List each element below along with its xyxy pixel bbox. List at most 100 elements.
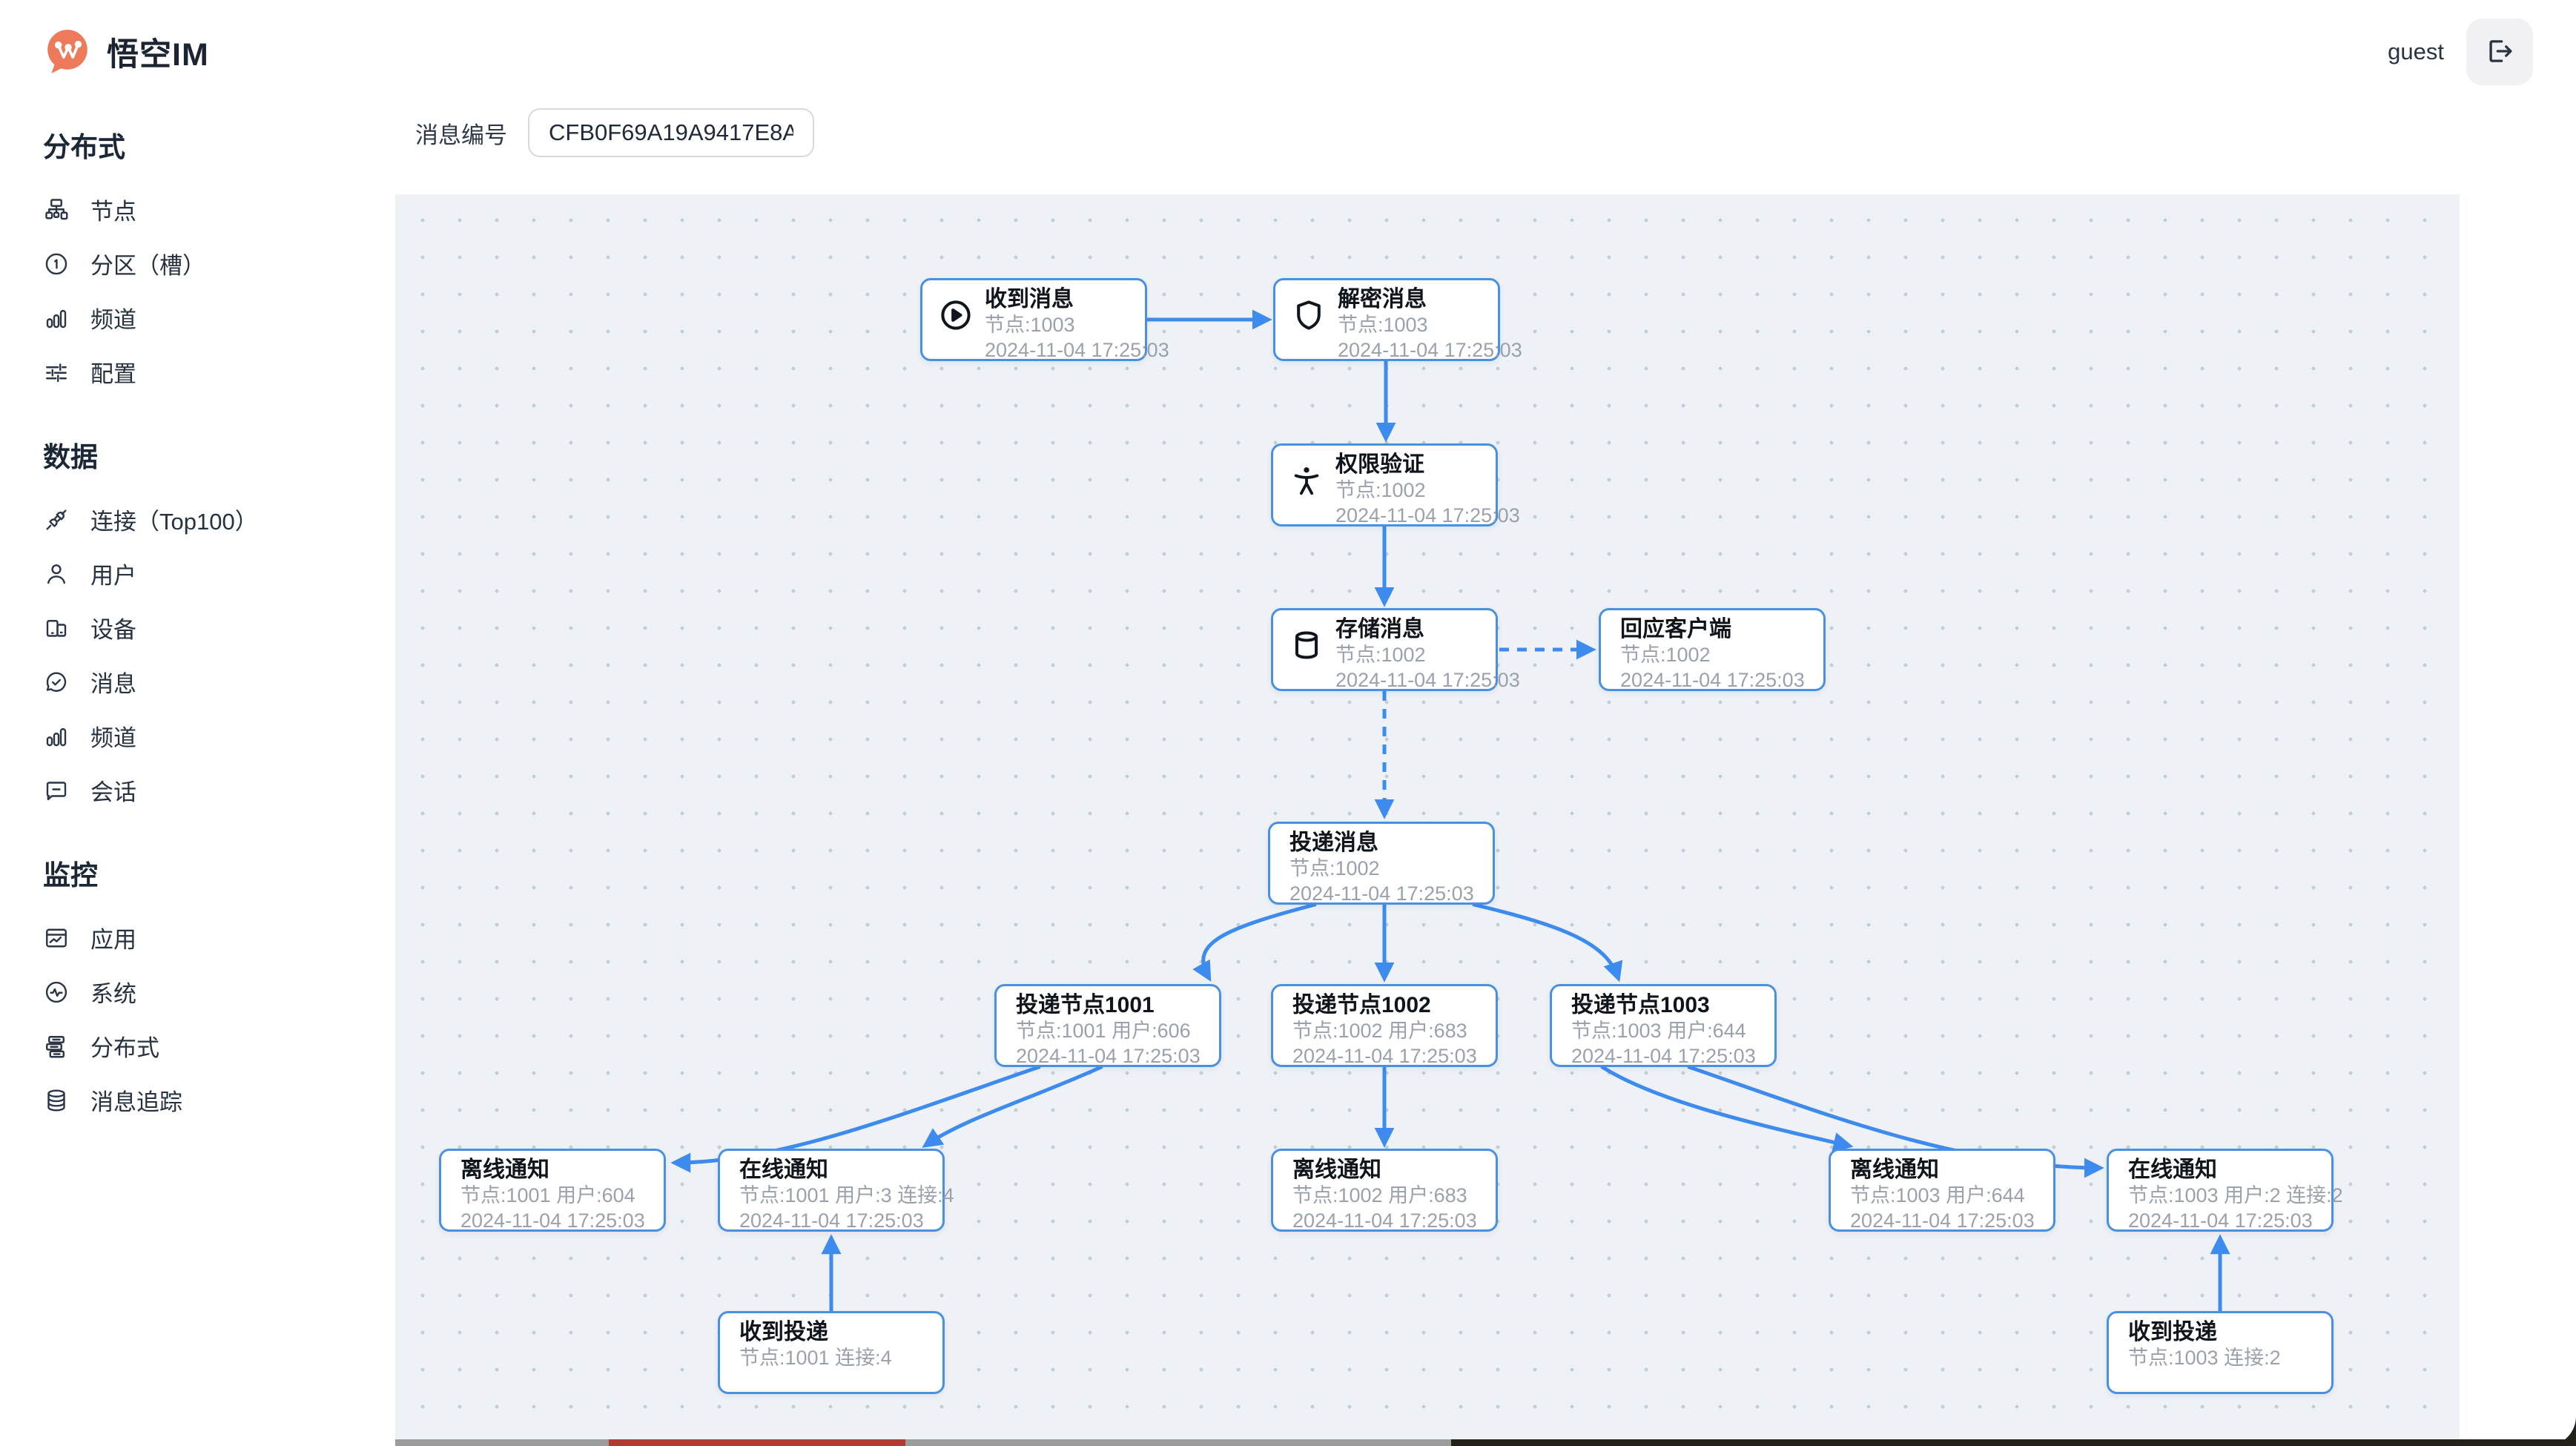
message-id-label: 消息编号: [415, 122, 507, 148]
channel-icon: [43, 723, 70, 750]
sidebar-item-connection[interactable]: 连接（Top100）: [43, 492, 395, 547]
message-id-input[interactable]: [528, 108, 814, 157]
flow-node-meta: 节点:1003 连接:2: [2128, 1347, 2281, 1369]
flow-node-title: 存储消息: [1335, 617, 1424, 641]
sidebar-section-title: 监控: [43, 860, 98, 891]
flow-node-title: 在线通知: [2128, 1158, 2217, 1182]
flow-node-meta: 节点:1002 用户:683: [1292, 1184, 1467, 1206]
flow-node-title: 解密消息: [1338, 287, 1427, 311]
flow-node-timestamp: 2024-11-04 17:25:03: [1850, 1209, 2035, 1232]
sidebar-item-channel[interactable]: 频道: [43, 709, 395, 763]
sidebar-item-trace[interactable]: 消息追踪: [43, 1073, 395, 1127]
slot-icon: [43, 251, 70, 277]
device-icon: [43, 615, 70, 641]
conversation-icon: [43, 777, 70, 804]
sidebar-item-conversation[interactable]: 会话: [43, 763, 395, 817]
flow-edge-deliver-node-1001-to-online-notify-1001: [922, 1065, 1103, 1148]
sidebar-section-title: 数据: [43, 442, 98, 472]
flow-node-title: 投递消息: [1289, 831, 1378, 855]
sidebar-item-label: 应用: [90, 927, 136, 953]
sidebar-item-label: 频道: [90, 725, 136, 751]
flow-node-meta: 节点:1003 用户:2 连接:2: [2128, 1184, 2343, 1206]
flow-node-title: 离线通知: [460, 1158, 549, 1182]
desktop-strip-red: [609, 1439, 905, 1446]
flow-node-receive-deliver-1003[interactable]: 收到投递节点:1003 连接:2: [2107, 1311, 2334, 1394]
sidebar-item-label: 节点: [90, 199, 136, 225]
sidebar-item-label: 频道: [90, 307, 136, 333]
sidebar-item-message[interactable]: 消息: [43, 655, 395, 709]
flow-node-meta: 节点:1003 用户:644: [1571, 1020, 1746, 1042]
username-label: guest: [2388, 39, 2444, 65]
flow-node-receive-deliver-1001[interactable]: 收到投递节点:1001 连接:4: [718, 1311, 945, 1394]
flow-node-title: 投递节点1003: [1571, 993, 1710, 1017]
sidebar-section: 监控应用系统分布式消息追踪: [43, 853, 395, 1127]
flow-node-meta: 节点:1001 用户:606: [1016, 1020, 1191, 1042]
flow-node-meta: 节点:1002: [1620, 644, 1711, 666]
distributed-icon: [43, 1033, 70, 1060]
sidebar-item-user[interactable]: 用户: [43, 547, 395, 601]
flow-edge-deliver-node-1003-to-offline-notify-1003: [1600, 1065, 1854, 1152]
sidebar-item-label: 配置: [90, 361, 136, 387]
flow-node-meta: 节点:1002: [1289, 857, 1380, 879]
flow-node-timestamp: 2024-11-04 17:25:03: [1016, 1045, 1201, 1067]
trace-icon: [43, 1087, 70, 1114]
flow-node-title: 离线通知: [1292, 1158, 1381, 1182]
flow-node-meta: 节点:1003 用户:644: [1850, 1184, 2025, 1206]
flow-node-timestamp: 2024-11-04 17:25:03: [2128, 1209, 2313, 1232]
sidebar-item-distributed[interactable]: 分布式: [43, 1019, 395, 1073]
sidebar-item-system[interactable]: 系统: [43, 965, 395, 1019]
flow-node-timestamp: 2024-11-04 17:25:03: [739, 1209, 924, 1232]
flow-node-timestamp: 2024-11-04 17:25:03: [1335, 504, 1520, 526]
sidebar-item-label: 用户: [90, 563, 136, 589]
flow-node-timestamp: 2024-11-04 17:25:03: [1571, 1045, 1756, 1067]
sidebar-section: 分布式节点分区（槽） 频道配置: [43, 125, 395, 399]
sidebar-section-title: 分布式: [43, 132, 125, 162]
flow-node-meta: 节点:1001 连接:4: [739, 1347, 892, 1369]
flow-node-meta: 节点:1002: [1335, 479, 1426, 501]
flow-node-deliver[interactable]: 投递消息节点:1002 2024-11-04 17:25:03: [1268, 822, 1495, 905]
logout-button[interactable]: [2466, 19, 2533, 85]
message-id-toolbar: 消息编号: [415, 108, 814, 157]
app-title: 悟空IM: [107, 37, 209, 73]
sidebar-item-device[interactable]: 设备: [43, 601, 395, 655]
flow-node-title: 投递节点1002: [1292, 993, 1431, 1017]
flow-node-timestamp: 2024-11-04 17:25:03: [460, 1209, 645, 1232]
sidebar-item-label: 消息追踪: [90, 1089, 182, 1115]
channel-icon: [43, 305, 70, 331]
sidebar-item-nodes[interactable]: 节点: [43, 182, 395, 237]
sidebar-item-label: 分布式: [90, 1035, 159, 1061]
sidebar-item-slot[interactable]: 分区（槽）: [43, 237, 395, 291]
flow-node-meta: 节点:1001 用户:3 连接:4: [739, 1184, 954, 1206]
accessibility-icon: [1289, 463, 1324, 498]
connection-icon: [43, 506, 70, 533]
flow-node-title: 收到消息: [985, 287, 1074, 311]
sidebar-item-label: 会话: [90, 779, 136, 805]
shield-icon: [1292, 298, 1326, 332]
flow-node-timestamp: 2024-11-04 17:25:03: [1289, 882, 1474, 905]
sidebar-item-config[interactable]: 配置: [43, 345, 395, 399]
flow-node-timestamp: 2024-11-04 17:25:03: [1620, 669, 1805, 691]
flow-node-meta: 节点:1003: [1338, 314, 1428, 336]
database-icon: [1289, 628, 1324, 662]
flow-node-online-notify-1003[interactable]: 在线通知节点:1003 用户:2 连接:2 2024-11-04 17:25:03: [2107, 1149, 2343, 1232]
sidebar-item-app[interactable]: 应用: [43, 911, 395, 965]
flow-node-deliver-node-1001[interactable]: 投递节点1001 节点:1001 用户:606 2024-11-04 17:25:0…: [994, 984, 1221, 1067]
flow-node-deliver-node-1003[interactable]: 投递节点1003 节点:1003 用户:644 2024-11-04 17:25:0…: [1550, 984, 1777, 1067]
flow-node-title: 收到投递: [2128, 1320, 2217, 1344]
flow-node-title: 投递节点1001: [1016, 993, 1155, 1017]
sidebar-item-channel[interactable]: 频道: [43, 291, 395, 345]
flow-node-meta: 节点:1002 用户:683: [1292, 1020, 1467, 1042]
flow-edge-deliver-to-deliver-node-1003: [1472, 902, 1623, 983]
sidebar-item-label: 连接（Top100）: [90, 509, 258, 535]
